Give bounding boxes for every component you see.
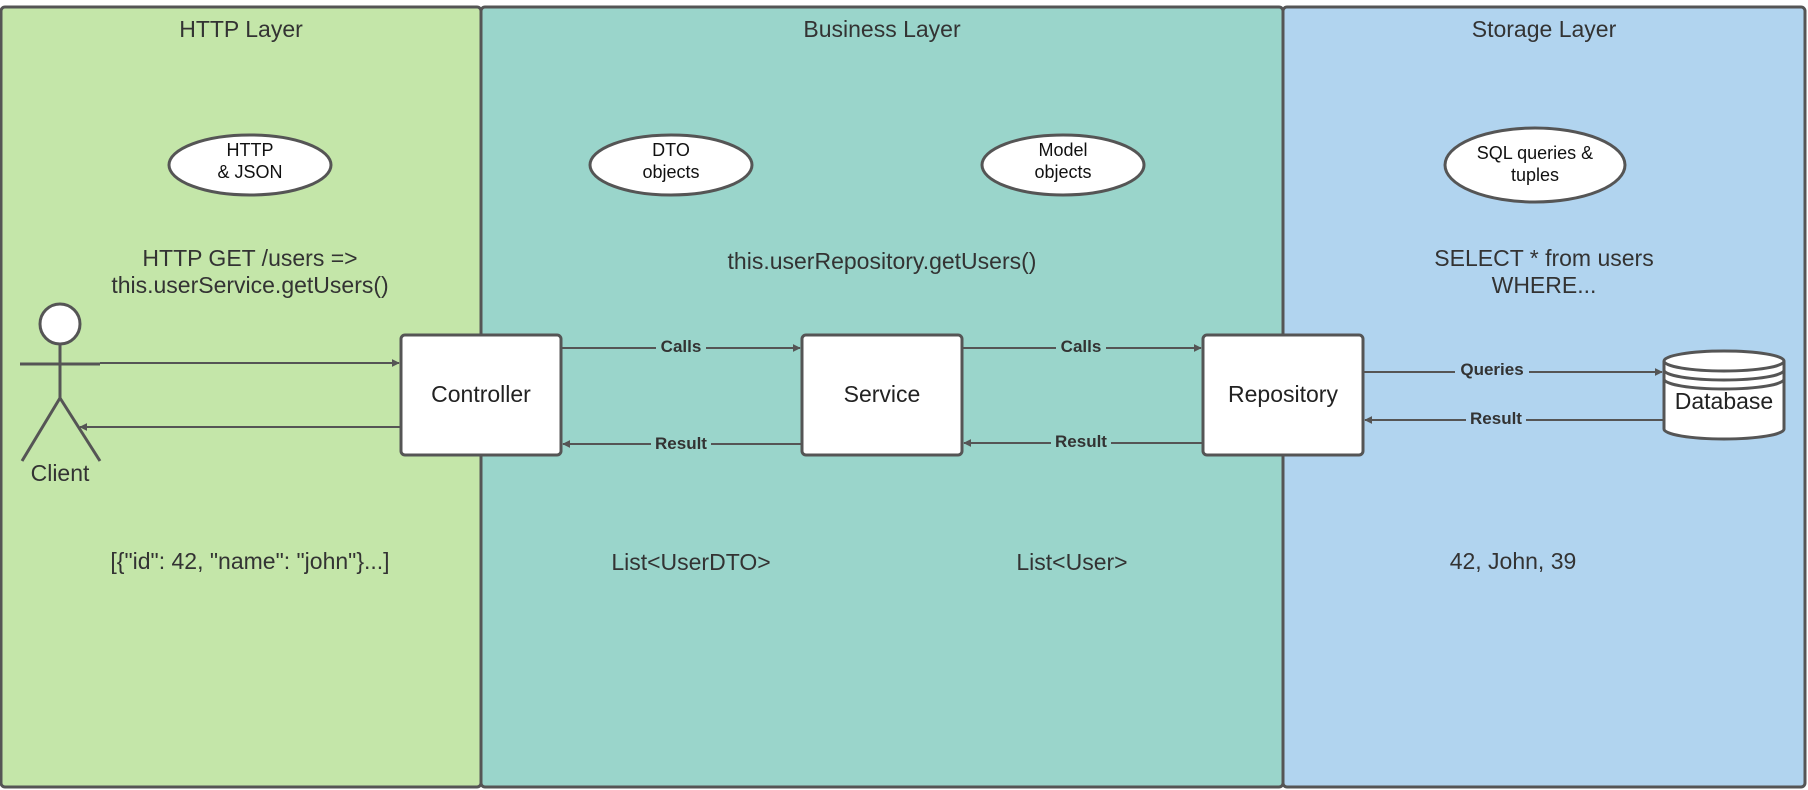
user-list-note: List<User> [1016, 549, 1127, 575]
repository-label: Repository [1228, 381, 1338, 407]
http-lane-title: HTTP Layer [179, 16, 303, 42]
service-box: Service [800, 333, 964, 457]
select-note-line-2: WHERE... [1492, 272, 1597, 298]
business-lane-title: Business Layer [803, 16, 961, 42]
repository-box: Repository [1201, 333, 1365, 457]
repository-service-result-label: Result [1055, 432, 1107, 451]
http-json-label-line-2: & JSON [217, 162, 282, 182]
client-label: Client [31, 460, 90, 486]
service-controller-result-label: Result [655, 434, 707, 453]
storage-lane-title: Storage Layer [1472, 16, 1617, 42]
dto-objects-label-line-1: DTO [652, 140, 690, 160]
dto-list-note: List<UserDTO> [611, 549, 770, 575]
service-label: Service [844, 381, 921, 407]
http-json-ellipse: HTTP & JSON [167, 133, 333, 197]
tuple-row-note: 42, John, 39 [1450, 548, 1577, 574]
controller-box: Controller [399, 333, 563, 457]
repository-call-note: this.userRepository.getUsers() [728, 248, 1037, 274]
database-label: Database [1675, 388, 1773, 414]
client-actor-icon [20, 302, 102, 462]
model-objects-ellipse: Model objects [980, 133, 1146, 197]
http-get-note-line-1: HTTP GET /users => [142, 245, 357, 271]
dto-objects-ellipse: DTO objects [588, 133, 754, 197]
service-repository-call-label: Calls [1061, 337, 1102, 356]
database-icon [1662, 349, 1786, 441]
model-objects-label-line-1: Model [1038, 140, 1087, 160]
select-note-line-1: SELECT * from users [1434, 245, 1653, 271]
model-objects-label-line-2: objects [1034, 162, 1091, 182]
controller-service-call-label: Calls [661, 337, 702, 356]
controller-label: Controller [431, 381, 531, 407]
dto-objects-label-line-2: objects [642, 162, 699, 182]
sql-tuples-ellipse: SQL queries & tuples [1443, 126, 1627, 204]
http-json-label-line-1: HTTP [227, 140, 274, 160]
json-result-note: [{"id": 42, "name": "john"}...] [110, 548, 389, 574]
database-repository-result-label: Result [1470, 409, 1522, 428]
repository-database-query-label: Queries [1460, 360, 1523, 379]
http-get-note-line-2: this.userService.getUsers() [111, 272, 388, 298]
sql-tuples-label-line-1: SQL queries & [1477, 143, 1593, 163]
sql-tuples-label-line-2: tuples [1511, 165, 1559, 185]
